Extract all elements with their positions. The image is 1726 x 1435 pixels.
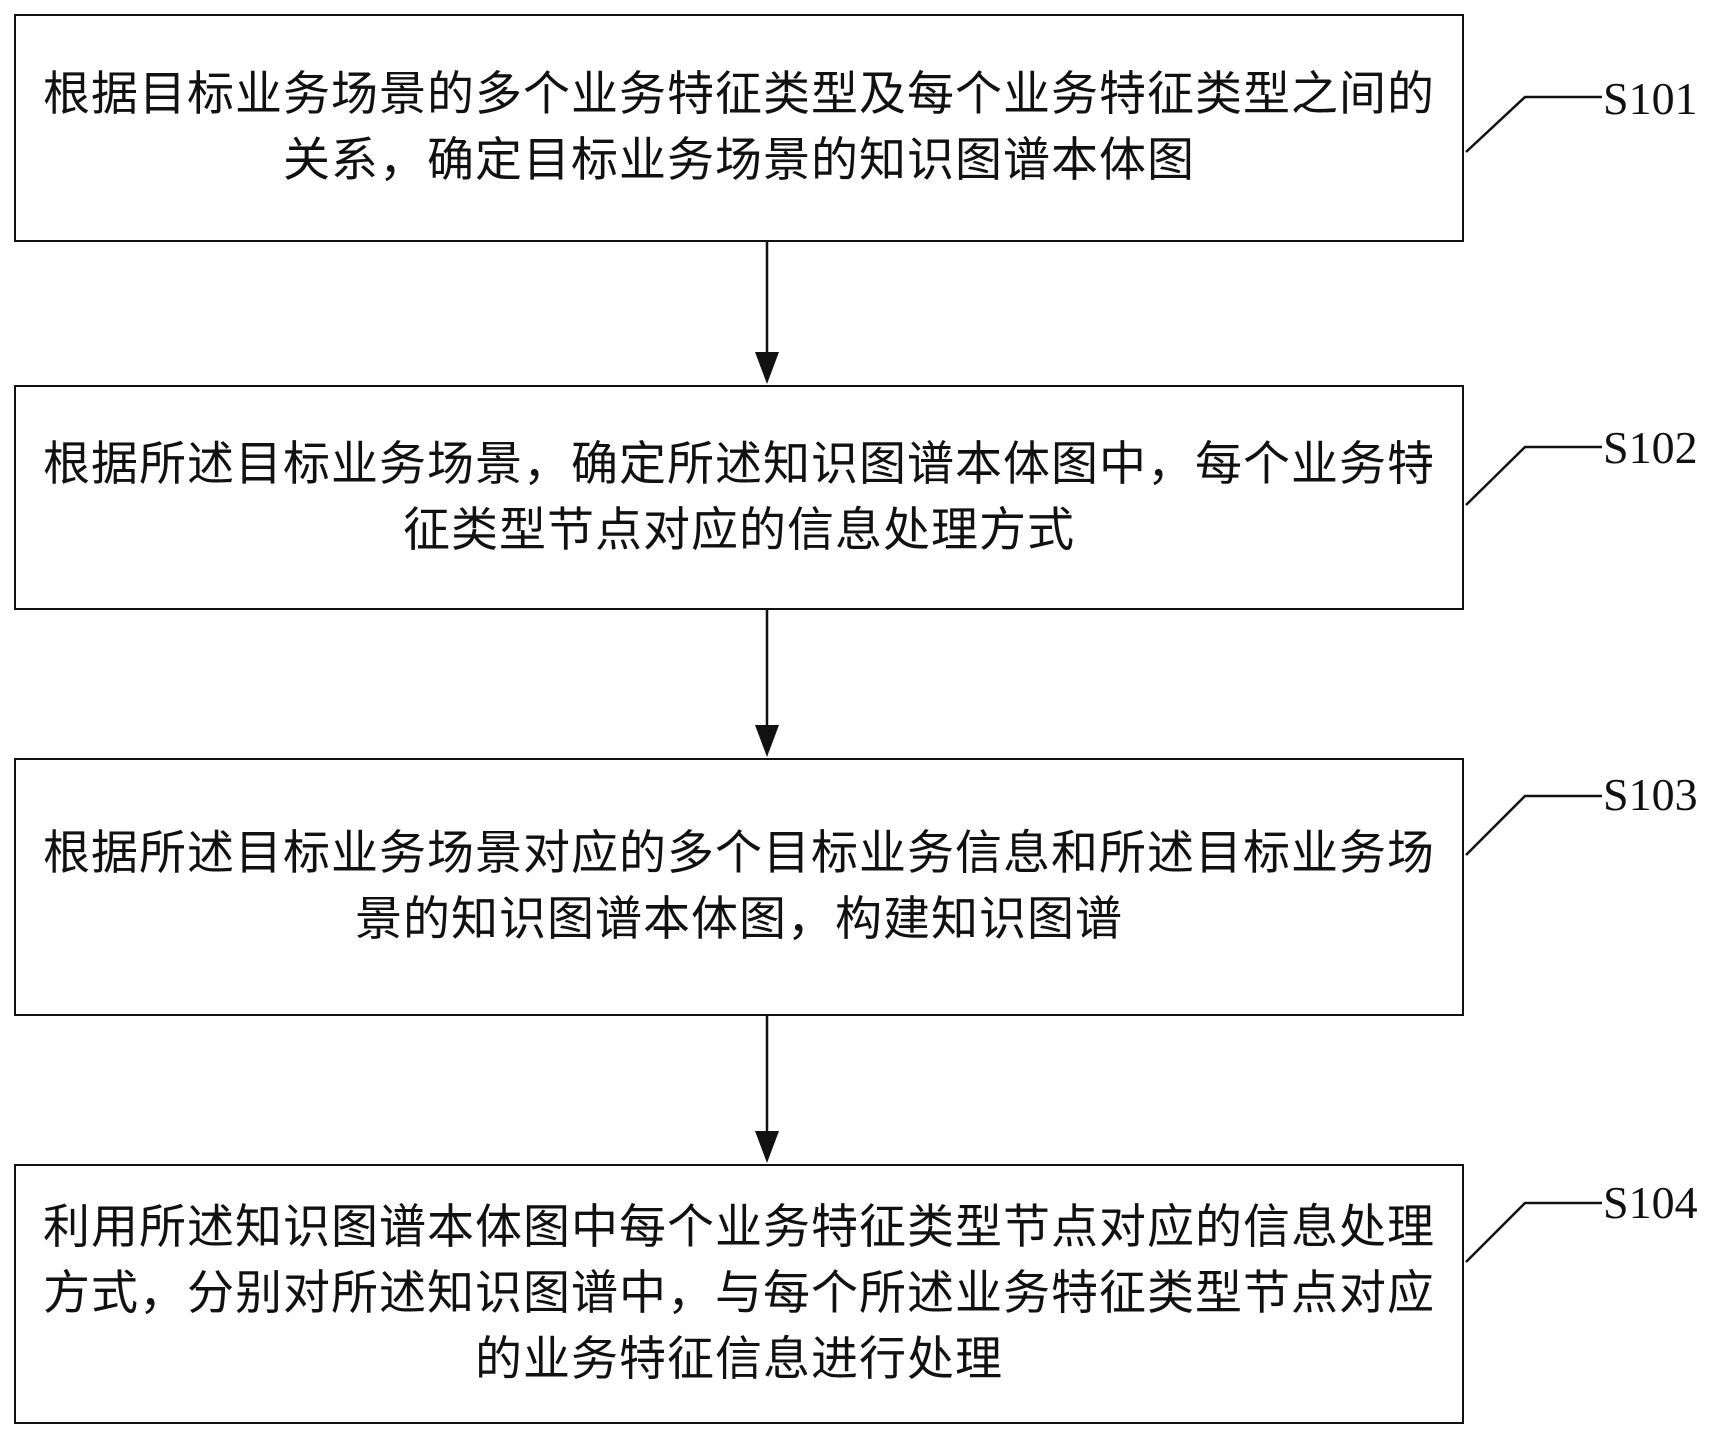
step-text-s102: 根据所述目标业务场景，确定所述知识图谱本体图中，每个业务特征类型节点对应的信息处… bbox=[43, 436, 1435, 558]
leader-line-s101 bbox=[1465, 95, 1602, 153]
step-box-s102: 根据所述目标业务场景，确定所述知识图谱本体图中，每个业务特征类型节点对应的信息处… bbox=[14, 385, 1464, 610]
leader-line-s102 bbox=[1465, 445, 1602, 506]
step-label-s101: S101 bbox=[1603, 73, 1698, 124]
step-label-s103: S103 bbox=[1603, 769, 1698, 820]
flow-arrow-3 bbox=[755, 1016, 779, 1163]
flow-arrow-2 bbox=[755, 610, 779, 757]
step-label-s102: S102 bbox=[1603, 422, 1698, 473]
step-box-s101: 根据目标业务场景的多个业务特征类型及每个业务特征类型之间的关系，确定目标业务场景… bbox=[14, 14, 1464, 242]
step-label-s104: S104 bbox=[1603, 1177, 1698, 1228]
step-text-s103: 根据所述目标业务场景对应的多个目标业务信息和所述目标业务场景的知识图谱本体图，构… bbox=[43, 826, 1435, 947]
flow-arrow-1 bbox=[755, 242, 779, 384]
leader-line-s103 bbox=[1465, 794, 1602, 856]
step-text-s101: 根据目标业务场景的多个业务特征类型及每个业务特征类型之间的关系，确定目标业务场景… bbox=[43, 67, 1435, 188]
step-text-s104: 利用所述知识图谱本体图中每个业务特征类型节点对应的信息处理方式，分别对所述知识图… bbox=[43, 1200, 1435, 1387]
step-box-s104: 利用所述知识图谱本体图中每个业务特征类型节点对应的信息处理方式，分别对所述知识图… bbox=[14, 1164, 1464, 1424]
step-box-s103: 根据所述目标业务场景对应的多个目标业务信息和所述目标业务场景的知识图谱本体图，构… bbox=[14, 758, 1464, 1016]
leader-line-s104 bbox=[1465, 1201, 1602, 1263]
